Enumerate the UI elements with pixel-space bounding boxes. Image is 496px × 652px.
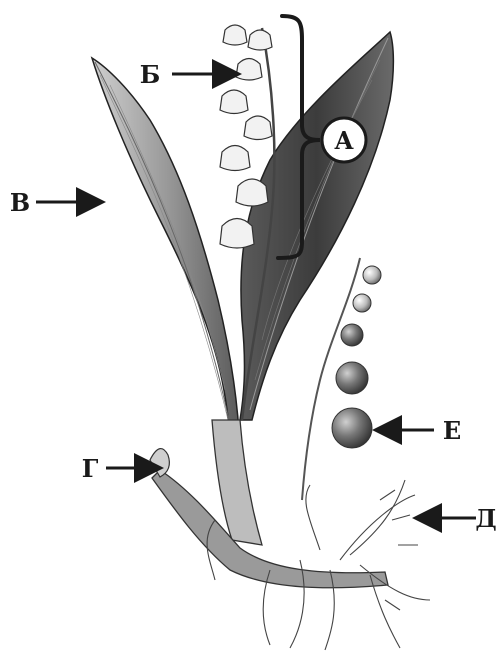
label-d: Д xyxy=(475,504,496,533)
flower-bell xyxy=(223,25,247,45)
rhizome xyxy=(150,449,388,588)
flower-bell xyxy=(236,179,268,206)
label-a: А xyxy=(334,126,354,155)
flower-bell xyxy=(220,146,250,171)
berry-small xyxy=(363,266,381,284)
flower-bell xyxy=(236,59,262,81)
berry-large xyxy=(336,362,368,394)
berry-small xyxy=(353,294,371,312)
label-v: В xyxy=(10,188,30,217)
flower-bell xyxy=(220,90,248,114)
flower-bell xyxy=(248,30,272,50)
label-g: Г xyxy=(82,454,99,483)
label-b: Б xyxy=(140,60,161,89)
berry-largest xyxy=(332,408,372,448)
flower-bell xyxy=(244,116,272,140)
leaf-right xyxy=(240,32,393,420)
berry-medium xyxy=(341,324,363,346)
flower-bell xyxy=(220,219,254,249)
berry-sprig xyxy=(302,258,381,500)
label-e: Е xyxy=(443,416,461,445)
leaf-left xyxy=(92,58,240,450)
